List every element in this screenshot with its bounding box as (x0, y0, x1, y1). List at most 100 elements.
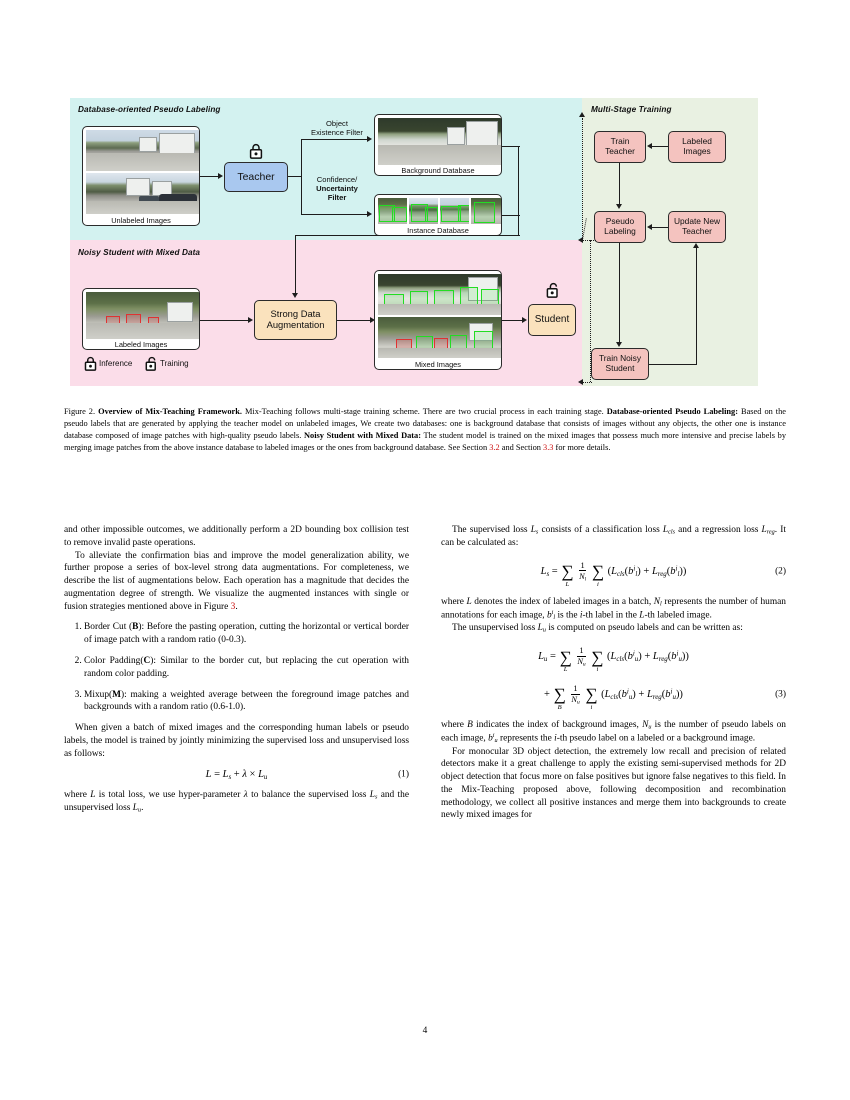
unt-line2: Teacher (682, 226, 712, 236)
figure-caption: Figure 2. Overview of Mix-Teaching Frame… (64, 406, 786, 453)
caption-text-2: Based on the pseudo labels that are gene… (64, 407, 787, 440)
edge-labeled-to-aug (200, 320, 250, 322)
dashed-feedback-down (590, 240, 591, 382)
update-new-teacher-node[interactable]: Update New Teacher (668, 211, 726, 243)
background-database-caption: Background Database (401, 165, 475, 175)
caption-text-4: and Section (499, 442, 544, 452)
paragraph-supervised-loss: The supervised loss Ls consists of a cla… (441, 525, 786, 549)
caption-title: Overview of Mix-Teaching Framework. (98, 407, 242, 416)
background-photo (377, 117, 501, 165)
edge-db-down-to-aug (295, 235, 297, 295)
train-noisy-student-text: Train Noisy Student (599, 354, 641, 373)
edge-mixed-to-student (502, 320, 524, 322)
edge-to-instance-db (301, 214, 369, 216)
edge-unlabeled-to-teacher (200, 176, 219, 178)
edge-labeled-to-trainteacher (652, 146, 668, 148)
unlabeled-photo-top (85, 129, 199, 171)
p2-text-a: To alleviate the confirmation bias and i… (64, 550, 409, 612)
mixed-photo-top (377, 273, 501, 315)
teacher-node[interactable]: Teacher (224, 162, 288, 192)
legend-inference: Inference (84, 356, 132, 371)
legend-training: Training (145, 356, 189, 371)
aug-2-post: ): Similar to the border cut, but replac… (84, 656, 409, 679)
paragraph-monocular-3d: For monocular 3D object detection, the e… (441, 746, 786, 821)
mixed-photo-bottom (377, 316, 501, 358)
panel-title-noisy-student: Noisy Student with Mixed Data (78, 248, 201, 257)
aug-1-pre: Border Cut ( (84, 622, 133, 633)
paragraph-unsupervised-loss: The unsupervised loss Lu is computed on … (452, 623, 743, 635)
arrowhead-labeled-to-aug (248, 317, 253, 323)
legend-inference-label: Inference (99, 359, 133, 368)
sda-text: Strong Data Augmentation (267, 308, 325, 331)
caption-ref-3-2[interactable]: 3.2 (489, 442, 500, 452)
labeled-images-card: Labeled Images (82, 288, 200, 350)
labeled-images-node[interactable]: Labeled Images (668, 131, 726, 163)
caption-ref-3-3[interactable]: 3.3 (543, 442, 554, 452)
arrowhead-to-pseudo-from-update (647, 224, 652, 230)
tns-line2: Student (605, 363, 635, 373)
arrowhead-to-train-teacher (647, 143, 652, 149)
train-noisy-student-node[interactable]: Train Noisy Student (591, 348, 649, 380)
instance-patch (470, 197, 501, 224)
oef-line1: Object (326, 119, 348, 128)
paragraph-hyperparameter: where L is total loss, we use hyper-para… (64, 789, 410, 814)
edge-teacher-out (288, 176, 302, 178)
train-teacher-node[interactable]: Train Teacher (594, 131, 646, 163)
mixed-images-card: Mixed Images (374, 270, 502, 370)
equation-2-tag: (2) (775, 566, 786, 577)
labeled-images-caption: Labeled Images (114, 339, 168, 349)
background-database-card: Background Database (374, 114, 502, 176)
arrowhead-to-pseudo-labeling (616, 204, 622, 209)
arrowhead-dashed-left (578, 237, 583, 243)
oef-line2: Existence Filter (311, 127, 363, 137)
instance-patch (408, 197, 439, 224)
unlabeled-images-card: Unlabeled Images (82, 126, 200, 226)
aug-2-pre: Color Padding( (84, 656, 144, 667)
tt-line1: Train (610, 136, 630, 147)
arrowhead-to-train-noisy-student (616, 342, 622, 347)
caption-bold-2: Noisy Student with Mixed Data: (304, 430, 421, 440)
pl-line1: Pseudo (605, 216, 635, 227)
update-new-teacher-text: Update New Teacher (674, 217, 720, 236)
pseudo-labeling-node[interactable]: Pseudo Labeling (594, 211, 646, 243)
caption-text-5: for more details. (553, 442, 611, 452)
edge-to-background-db (301, 139, 369, 141)
equation-1: L = Ls + λ × Lu (1) (64, 768, 409, 782)
arrowhead-dashed-up (579, 112, 585, 117)
aug-1-key: B (132, 622, 139, 633)
instance-patch (439, 197, 470, 224)
edge-db-to-left (295, 235, 520, 237)
equation-1-tag: (1) (398, 769, 409, 780)
edge-student-to-update-v (696, 248, 698, 365)
arrowhead-dashed-bottom-left (578, 379, 583, 385)
equation-1-body: L = Ls + λ × Lu (205, 768, 268, 781)
pseudo-labeling-text: Pseudo Labeling (604, 217, 636, 236)
aug-3-pre: Mixup( (84, 689, 113, 700)
edge-pseudo-to-trainstudent (619, 243, 621, 344)
caption-bold-1: Database-oriented Pseudo Labeling: (606, 407, 738, 416)
list-item: Mixup(M): making a weighted average betw… (84, 689, 409, 715)
edge-bgdb-down (518, 146, 520, 236)
aug-1-post: ): Before the pasting operation, cutting… (84, 622, 409, 646)
train-teacher-text: Train Teacher (605, 137, 635, 156)
labeled-images-text: Labeled Images (682, 137, 712, 156)
panel-title-pseudo-labeling: Database-oriented Pseudo Labeling (78, 105, 221, 114)
dashed-feedback-pseudo (582, 240, 596, 241)
equation-3-tag: (3) (775, 689, 786, 700)
paragraph-total-loss: When given a batch of mixed images and t… (64, 723, 409, 759)
caption-text-1: Mix-Teaching follows multi-stage trainin… (241, 407, 607, 416)
p2-text-b: . (235, 601, 238, 612)
instance-patch-row (377, 197, 501, 224)
arrowhead-to-instance-db (367, 211, 372, 217)
student-node[interactable]: Student (528, 304, 576, 336)
aug-2-key: C (143, 656, 151, 667)
edge-aug-to-mixed (337, 320, 372, 322)
strong-data-augmentation-node[interactable]: Strong Data Augmentation (254, 300, 337, 340)
figure-3-ref[interactable]: 3 (230, 601, 236, 612)
edge-student-to-update-h (649, 364, 697, 366)
edge-label-object-existence-filter: Object Existence Filter (302, 119, 372, 138)
